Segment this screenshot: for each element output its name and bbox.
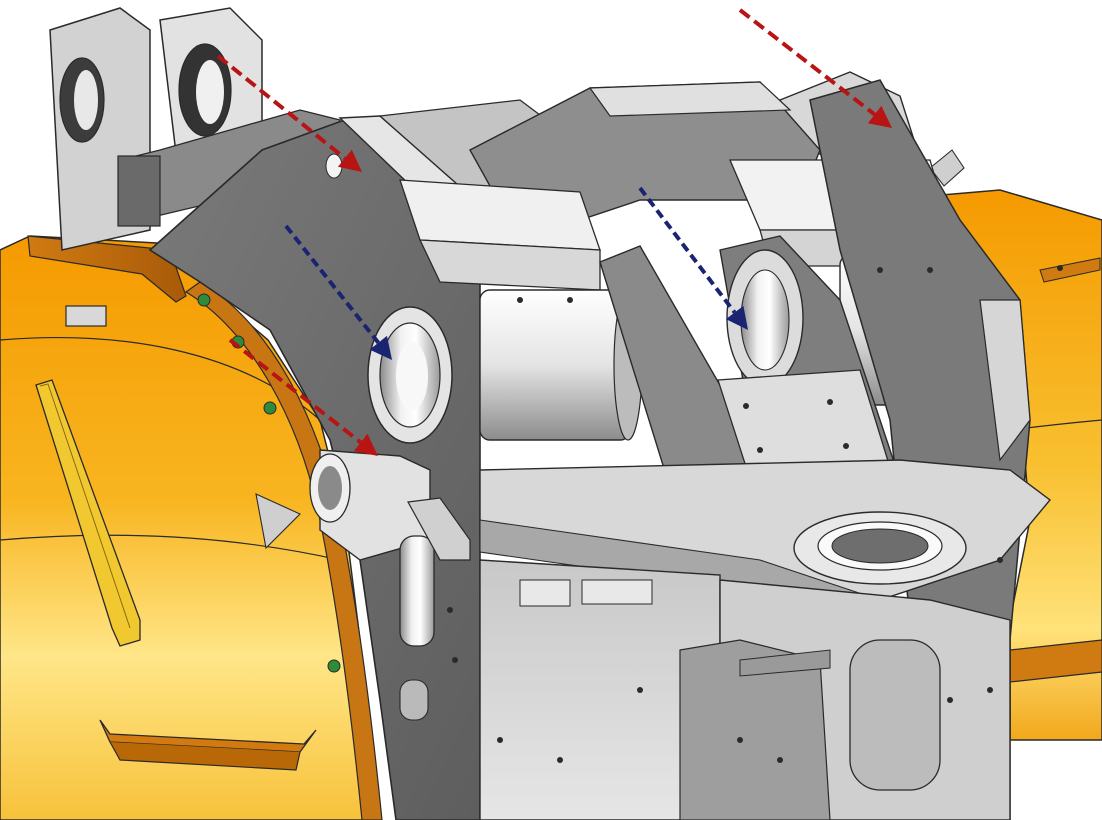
bolt-hole [447,607,453,613]
bolt-hole [987,687,993,693]
bolt-hole [557,757,563,763]
blue-arrow-centre-bore [638,186,748,330]
red-arrow-top-right [738,8,892,128]
bolt-hole [517,297,523,303]
bolt-hole [1057,265,1063,271]
bolt-hole [567,297,573,303]
annotation-arrows [216,8,892,456]
green-bolt [263,401,277,415]
bolt-hole [947,697,953,703]
red-arrow-top-left [216,54,362,172]
bolt-hole [777,757,783,763]
blue-arrow-left-bore [284,224,392,360]
bolt-hole [737,737,743,743]
bolt-hole [452,657,458,663]
rear-lugs [49,7,341,251]
bolt-hole [497,737,503,743]
red-arrow-lower-left [228,338,378,456]
lock-pin-assembly [255,449,471,647]
green-bolt [197,293,211,307]
bolts [197,265,1063,763]
bolt-hole [997,557,1003,563]
green-bolt [327,659,341,673]
bolt-hole [637,687,643,693]
bolt-hole [877,267,883,273]
lower-frame [399,559,1011,820]
bolt-hole [927,267,933,273]
